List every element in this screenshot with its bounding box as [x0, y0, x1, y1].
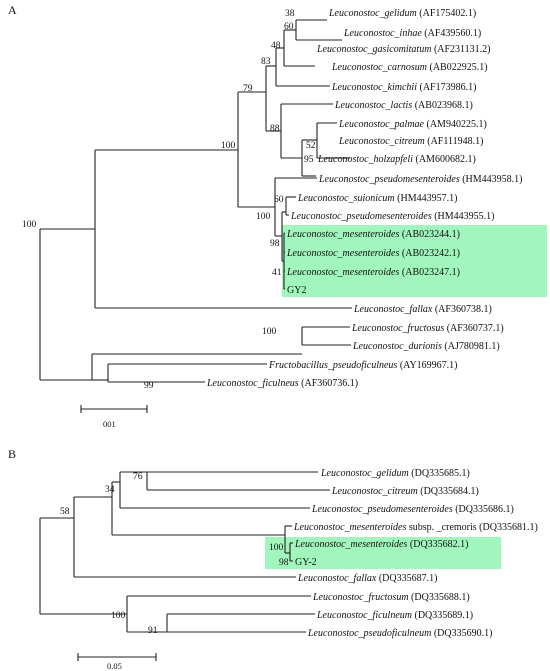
support-value: 100 [269, 543, 284, 553]
panel-a: A [8, 3, 547, 429]
panel-a-taxa: Leuconostoc_gelidum (AF175402.1) Leucono… [206, 8, 523, 389]
taxon-label: Leuconostoc_pseudomesenteroides (HM44395… [318, 174, 523, 185]
taxon-label: Fructobacillus_pseudoficulneus (AY169967… [268, 360, 458, 371]
taxon-label: Leuconostoc_fallax (AF360738.1) [353, 304, 492, 315]
taxon-label: Leuconostoc_ficulneus (AF360736.1) [206, 378, 358, 389]
taxon-label: Leuconostoc_mesenteroides (AB023242.1) [286, 248, 460, 259]
taxon-label: Leuconostoc_mesenteroides (AB023247.1) [286, 267, 460, 278]
support-value: 100 [262, 327, 277, 337]
taxon-label: Leuconostoc_carnosum (AB022925.1) [331, 62, 488, 73]
support-value: 76 [133, 472, 143, 482]
taxon-label: Leuconostoc_ficulneum (DQ335689.1) [316, 610, 473, 621]
taxon-label: Leuconostoc_kimchii (AF173986.1) [331, 82, 476, 93]
support-value: 91 [148, 626, 158, 636]
support-value: 58 [60, 507, 70, 517]
support-value: 79 [243, 84, 253, 94]
taxon-label: Leuconostoc_gelidum (DQ335685.1) [320, 468, 470, 479]
support-value: 95 [304, 155, 314, 165]
taxon-label: Leuconostoc_gelidum (AF175402.1) [328, 8, 476, 19]
taxon-label: Leuconostoc_mesenteroides (AB023244.1) [286, 229, 460, 240]
panel-a-label: A [8, 3, 17, 17]
support-value: 88 [270, 124, 280, 134]
taxon-label-gy2: GY-2 [295, 557, 317, 568]
taxon-label: Leuconostoc_gasicomitatum (AF231131.2) [316, 44, 491, 55]
support-value: 98 [279, 558, 289, 568]
taxon-label: Leuconostoc_palmae (AM940225.1) [338, 119, 487, 130]
support-value: 34 [105, 485, 115, 495]
taxon-label: Leuconostoc_lactis (AB023968.1) [334, 100, 473, 111]
panel-b: B [8, 447, 538, 671]
support-value: 38 [285, 9, 295, 19]
support-value: 41 [272, 268, 282, 278]
support-value: 60 [274, 195, 284, 205]
panel-b-branches [39, 471, 330, 661]
taxon-label: Leuconostoc_pseudomesenteroides (HM44395… [290, 211, 495, 222]
support-value: 100 [256, 212, 271, 222]
panel-b-label: B [8, 447, 16, 461]
taxon-label: Leuconostoc_mesenteroides (DQ335682.1) [294, 539, 469, 550]
support-value: 48 [271, 41, 281, 51]
support-value: 100 [221, 141, 236, 151]
support-value: 52 [306, 141, 316, 151]
panel-b-support-values: 76 34 58 100 98 100 91 [60, 472, 289, 636]
taxon-label: Leuconostoc_fructosus (AF360737.1) [351, 323, 504, 334]
taxon-label: Leuconostoc_holzapfeli (AM600682.1) [317, 154, 476, 165]
panel-b-scale-label: 0.05 [107, 661, 122, 671]
support-value: 100 [111, 611, 126, 621]
taxon-label: Leuconostoc_pseudomesenteroides (DQ33568… [311, 504, 514, 515]
support-value: 60 [284, 22, 294, 32]
panel-a-scale-label: 001 [103, 419, 116, 429]
taxon-label: Leuconostoc_inhae (AF439560.1) [343, 28, 481, 39]
taxon-label-gy2: GY2 [287, 285, 306, 296]
taxon-label: Leuconostoc_fructosum (DQ335688.1) [312, 592, 470, 603]
panel-b-highlight-box [265, 537, 501, 569]
support-value: 100 [22, 220, 37, 230]
taxon-label: Leuconostoc_fallax (DQ335687.1) [297, 573, 437, 584]
panel-a-highlight-box [282, 225, 547, 297]
panel-a-scale-bar [80, 405, 148, 413]
taxon-label: Leuconostoc_mesenteroides subsp. _cremor… [293, 522, 538, 533]
panel-b-scale-bar [77, 653, 157, 661]
taxon-label: Leuconostoc_pseudoficulneum (DQ335690.1) [307, 628, 492, 639]
panel-a-support-values: 38 60 48 83 79 88 52 95 100 60 100 98 41… [22, 9, 316, 391]
support-value: 99 [144, 381, 154, 391]
taxon-label: Leuconostoc_durionis (AJ780981.1) [352, 341, 500, 352]
panel-b-taxa: Leuconostoc_gelidum (DQ335685.1) Leucono… [293, 468, 538, 639]
support-value: 83 [261, 57, 271, 67]
support-value: 98 [270, 239, 280, 249]
taxon-label: Leuconostoc_citreum (AF111948.1) [338, 136, 483, 147]
taxon-label: Leuconostoc_suionicum (HM443957.1) [297, 193, 457, 204]
taxon-label: Leuconostoc_citreum (DQ335684.1) [331, 486, 479, 497]
panel-a-branches [39, 19, 352, 413]
